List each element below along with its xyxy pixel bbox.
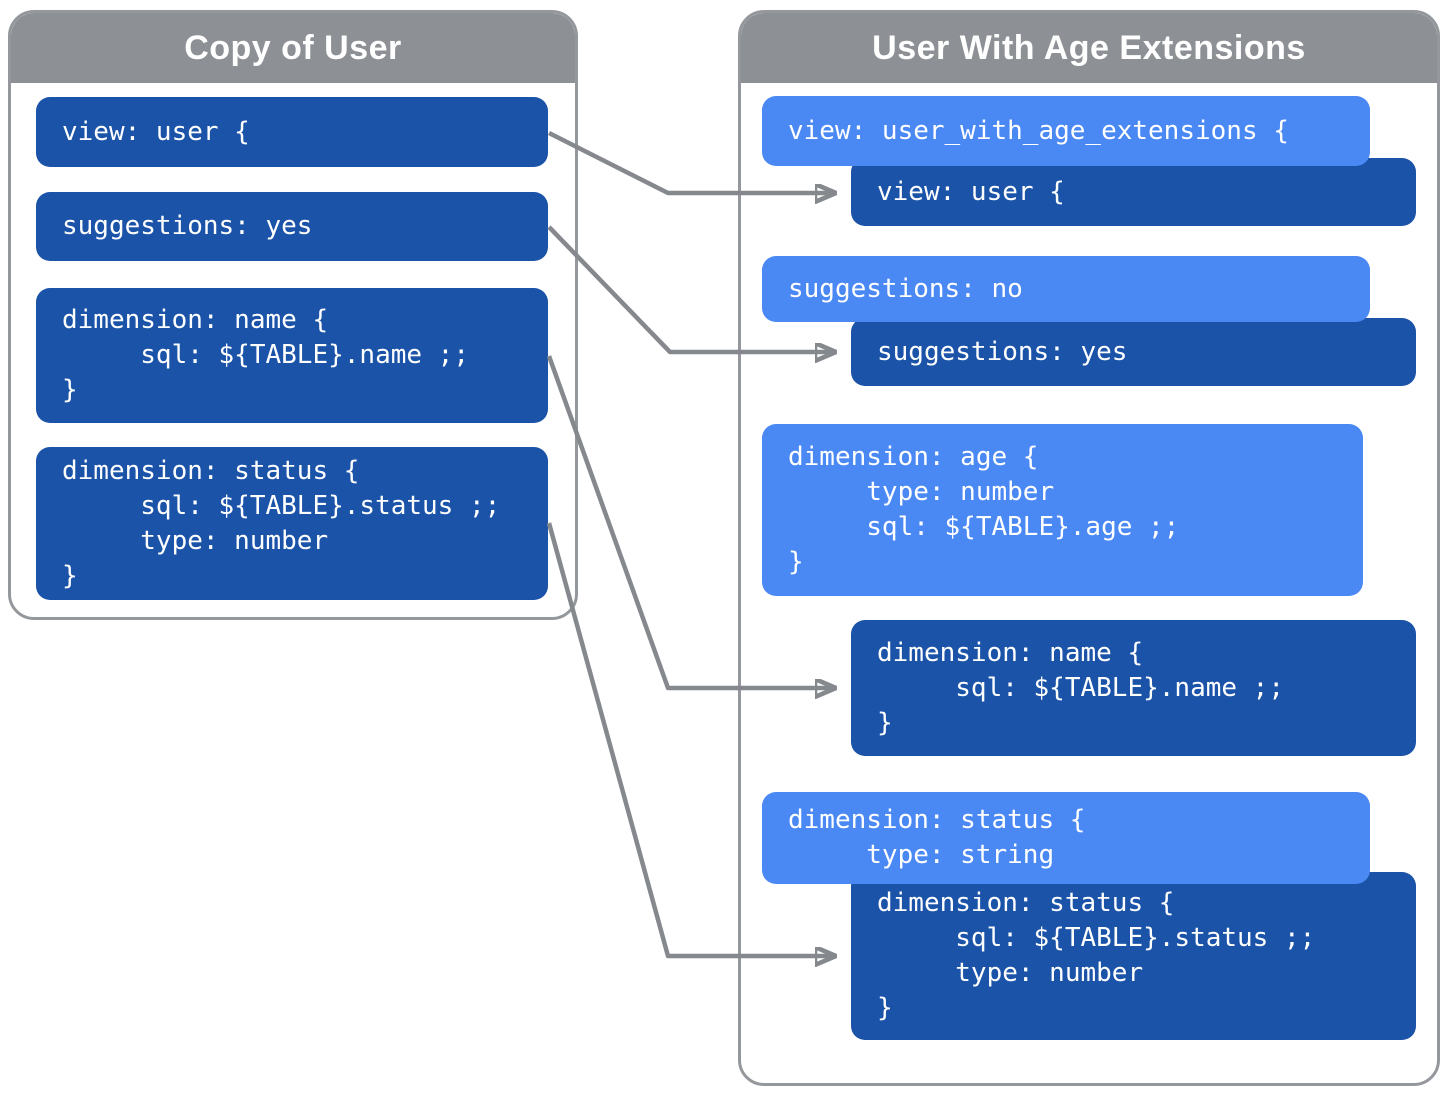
code-block-dimension-status: dimension: status { sql: ${TABLE}.status… xyxy=(36,447,548,600)
code-block-view-inherited: view: user { xyxy=(851,158,1416,226)
code-block-dimension-name: dimension: name { sql: ${TABLE}.name ;; … xyxy=(36,288,548,423)
code-block-suggestions-yes: suggestions: yes xyxy=(36,192,548,261)
code-block-dimension-status-override: dimension: status { type: string xyxy=(762,792,1370,884)
code-block-dimension-status-inherited: dimension: status { sql: ${TABLE}.status… xyxy=(851,872,1416,1040)
code-block-view-extended: view: user_with_age_extensions { xyxy=(762,96,1370,166)
panel-title-copy-of-user: Copy of User xyxy=(11,13,575,83)
panel-title-user-with-age-extensions: User With Age Extensions xyxy=(741,13,1437,83)
code-block-suggestions-inherited: suggestions: yes xyxy=(851,318,1416,386)
code-block-view-user: view: user { xyxy=(36,97,548,167)
code-block-dimension-name-inherited: dimension: name { sql: ${TABLE}.name ;; … xyxy=(851,620,1416,756)
code-block-suggestions-no: suggestions: no xyxy=(762,256,1370,322)
code-block-dimension-age: dimension: age { type: number sql: ${TAB… xyxy=(762,424,1363,596)
